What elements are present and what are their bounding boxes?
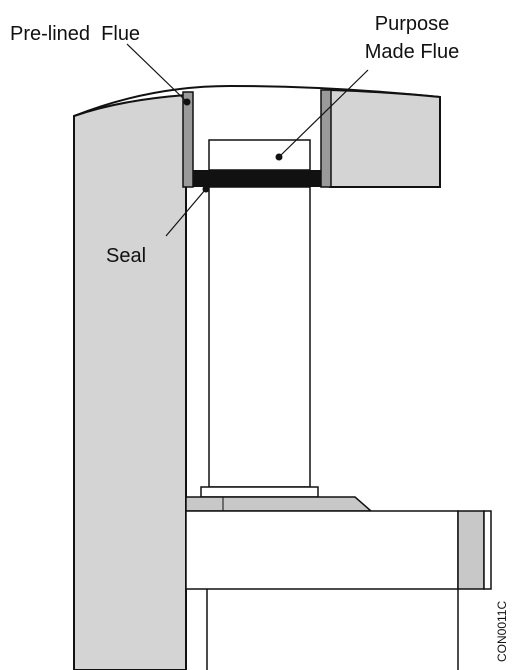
flue-liner-right bbox=[320, 89, 332, 188]
label-purpose-made-flue-line2: Made Flue bbox=[365, 41, 460, 63]
leader-pre-lined-flue bbox=[126, 43, 188, 103]
seal-band bbox=[193, 170, 321, 187]
flue-pipe bbox=[208, 186, 311, 488]
label-pre-lined-flue: Pre-lined Flue bbox=[10, 23, 140, 45]
appliance-side-edge bbox=[483, 510, 492, 590]
purpose-made-flue-top bbox=[208, 139, 311, 171]
appliance-body bbox=[185, 510, 459, 590]
left-wall bbox=[73, 93, 187, 670]
label-purpose-made-flue-line1: Purpose bbox=[375, 13, 450, 35]
marker-purpose-made-flue bbox=[275, 153, 283, 161]
label-seal: Seal bbox=[106, 245, 146, 267]
right-chimney-block bbox=[329, 88, 441, 188]
flue-collar bbox=[200, 486, 319, 498]
flue-liner-left bbox=[182, 91, 194, 188]
appliance-top-plate bbox=[185, 496, 373, 512]
marker-seal bbox=[202, 185, 210, 193]
leader-purpose-made-flue bbox=[279, 69, 369, 157]
marker-pre-lined-flue bbox=[183, 98, 191, 106]
appliance-side-panel bbox=[457, 510, 485, 590]
drawing-code: CON0011C bbox=[495, 601, 509, 662]
leader-seal bbox=[165, 189, 206, 237]
